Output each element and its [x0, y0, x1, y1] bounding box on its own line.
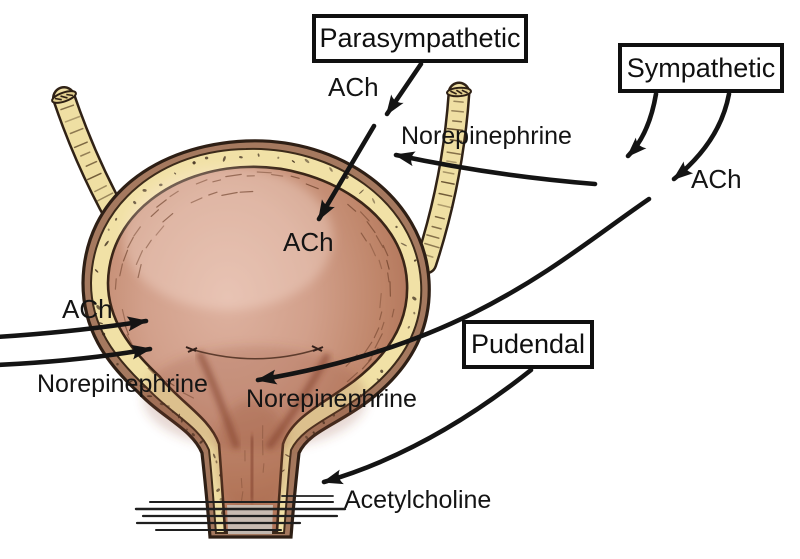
lumen-hatching [114, 171, 395, 501]
box-pudendal-label: Pudendal [470, 329, 586, 359]
label-norepinephrine-left: Norepinephrine [37, 370, 208, 398]
box-sympathetic: Sympathetic [618, 43, 784, 93]
box-parasympathetic: Parasympathetic [312, 14, 528, 63]
label-norepinephrine-neck: Norepinephrine [246, 385, 417, 413]
right-ureteric-orifice [311, 345, 324, 352]
arrow-norepinephrine-to-dome [393, 151, 598, 187]
arrow-ach-left [0, 316, 149, 340]
arrow-parasympathetic-preganglionic [384, 61, 424, 117]
right-ureter [414, 81, 472, 275]
arrow-norepinephrine-to-neck [255, 196, 652, 385]
box-sympathetic-label: Sympathetic [626, 52, 776, 83]
left-ureteric-orifice [185, 346, 198, 353]
left-ureter-cut-end [51, 90, 77, 104]
label-acetylcholine-urethra: Acetylcholine [344, 486, 492, 514]
interureteric-ridge [193, 348, 319, 360]
lumen-highlight [123, 166, 333, 310]
arrow-parasympathetic-postganglionic [316, 123, 377, 222]
nerve-arrows [0, 61, 732, 485]
pelvic-floor-lines [134, 495, 347, 531]
arrow-pudendal-to-sphincter [321, 367, 534, 485]
arrow-norepinephrine-left [0, 344, 153, 368]
label-norepinephrine-dome: Norepinephrine [401, 122, 572, 150]
box-parasympathetic-label: Parasympathetic [319, 23, 521, 53]
box-pudendal: Pudendal [462, 320, 594, 369]
label-ach-sympathetic: ACh [691, 164, 742, 194]
right-ureter-cut-end [446, 86, 472, 98]
label-ach-detrusor: ACh [283, 227, 334, 257]
arrow-sympathetic-branch-2 [671, 91, 732, 182]
urethra-tip [227, 505, 273, 534]
arrow-sympathetic-branch-1 [625, 91, 659, 159]
trigone [185, 345, 332, 503]
label-ach-parasympathetic: ACh [328, 72, 379, 102]
label-ach-left: ACh [62, 294, 113, 324]
